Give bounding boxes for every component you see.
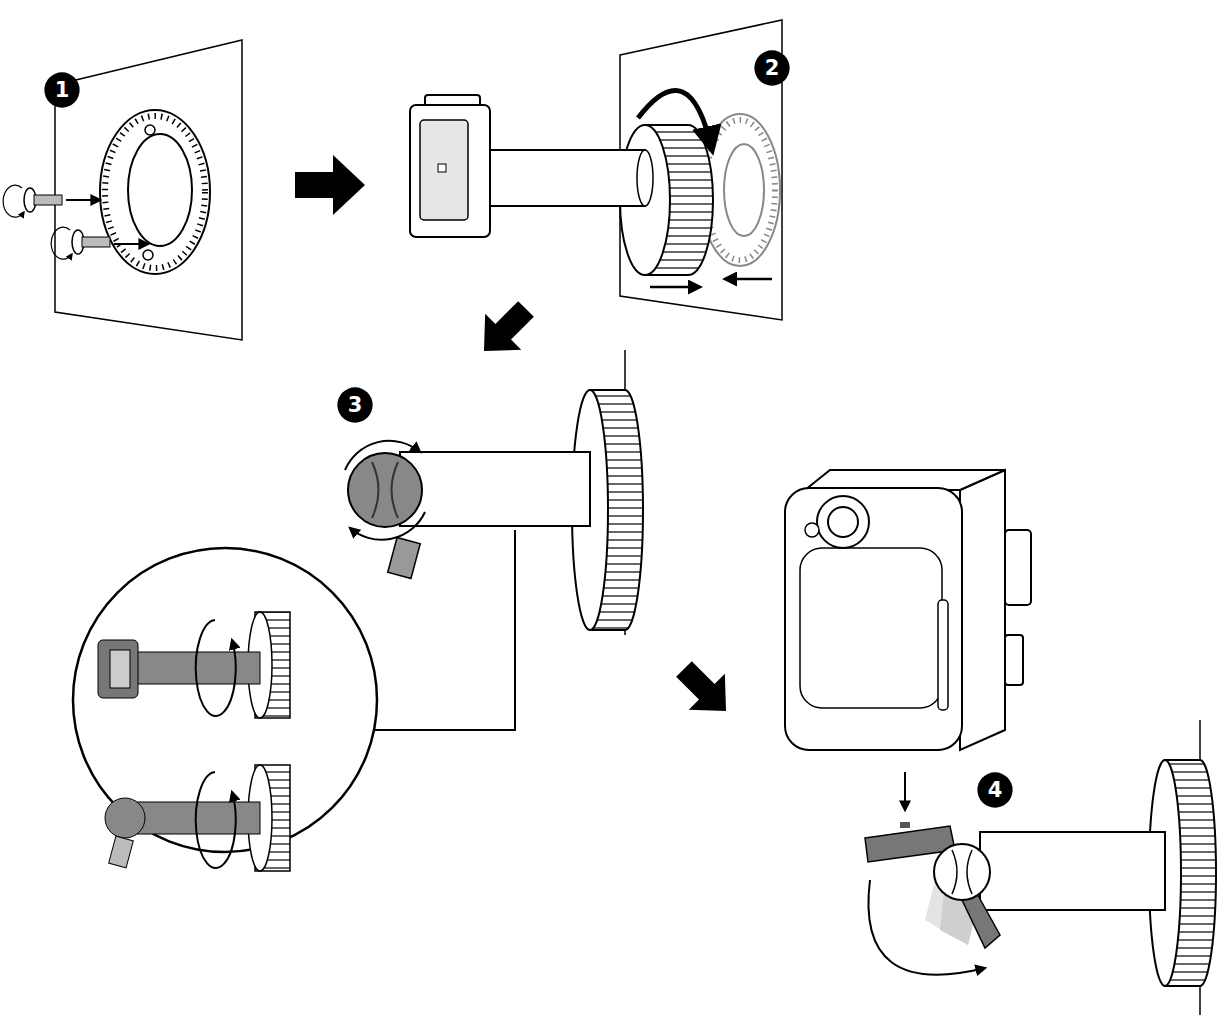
camera-clip xyxy=(1005,635,1023,685)
callout-number: 3 xyxy=(337,387,373,423)
knob-grip xyxy=(372,462,398,518)
callout-text: 1 xyxy=(55,80,70,101)
mount-ring xyxy=(100,110,210,274)
callout-circle-fill xyxy=(977,772,1012,807)
callout-circle-fill xyxy=(44,72,79,107)
callout-circle-fill xyxy=(337,387,372,422)
knob-grip xyxy=(952,850,972,894)
push-arrow xyxy=(725,278,772,281)
callout-number: 4 xyxy=(977,772,1013,808)
bracket-plate xyxy=(420,120,468,220)
camera-body xyxy=(785,488,962,750)
ring-teeth xyxy=(705,120,775,260)
arm xyxy=(125,652,260,684)
arm xyxy=(980,832,1165,910)
knob xyxy=(934,844,990,900)
arm xyxy=(470,150,645,206)
ring-teeth xyxy=(105,116,205,268)
screw-hole xyxy=(143,250,153,260)
step-arrow xyxy=(666,651,744,729)
ring-hole xyxy=(128,134,192,246)
insert-arrow xyxy=(114,243,148,245)
screw-shaft xyxy=(34,195,62,205)
turn-arrow xyxy=(638,90,712,150)
camera-clip xyxy=(1005,530,1031,605)
turn-arrow xyxy=(196,772,236,868)
camera-sensor xyxy=(805,523,819,537)
plate-screw xyxy=(900,822,910,828)
callout-text: 3 xyxy=(348,395,363,416)
knob xyxy=(348,453,422,527)
camera-side xyxy=(960,470,1005,750)
callout-number: 2 xyxy=(754,50,790,86)
camera-lens-inner xyxy=(828,507,858,537)
bracket xyxy=(98,640,138,698)
step-arrow xyxy=(295,155,365,215)
step-arrow xyxy=(466,291,544,369)
insert-arrow xyxy=(66,199,100,201)
screw-shaft xyxy=(82,237,110,247)
lever xyxy=(109,836,134,868)
screw-hole xyxy=(145,125,155,135)
knob xyxy=(105,798,145,838)
camera-window xyxy=(800,548,942,708)
arm xyxy=(400,452,590,526)
callout-text: 2 xyxy=(765,58,780,79)
push-arrow xyxy=(650,286,700,289)
callout-text: 4 xyxy=(988,780,1003,801)
down-arrow xyxy=(904,772,906,810)
callout-circle-fill xyxy=(754,50,789,85)
turn-arrow xyxy=(196,620,236,716)
bracket xyxy=(410,105,490,237)
bracket-square xyxy=(438,164,446,172)
turn-arrow xyxy=(51,227,72,259)
turn-arrow xyxy=(3,185,24,217)
wall xyxy=(55,40,242,340)
bracket-plate xyxy=(110,650,130,688)
turn-arrow xyxy=(345,441,420,470)
camera-lens xyxy=(817,496,869,548)
ring-hole xyxy=(724,144,764,236)
turn-arrow xyxy=(350,512,425,540)
arm-end xyxy=(637,150,653,206)
turn-arrow xyxy=(868,880,985,975)
detail-circle xyxy=(73,548,377,852)
camera-strip xyxy=(938,600,948,710)
callout-number: 1 xyxy=(44,72,80,108)
lever xyxy=(388,538,420,579)
leader-line xyxy=(375,530,515,730)
